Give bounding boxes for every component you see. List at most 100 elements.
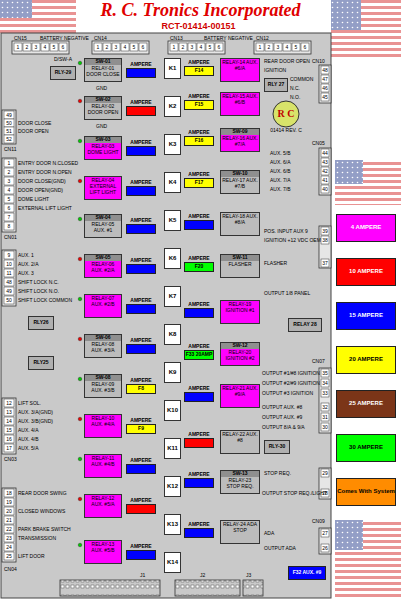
legend-entry: 30 AMPERE — [336, 434, 396, 462]
legend-entry: 20 AMPERE — [336, 346, 396, 374]
board-label: OUTPUT ADA — [264, 545, 296, 551]
node-text: K11 — [165, 445, 180, 452]
board-label: TRANSMISSION — [18, 535, 56, 541]
board-label: AUX. 7/B — [270, 186, 291, 192]
node-text: RELAY-13 AUX. #5/B — [86, 542, 120, 554]
board-label: DOOR OPEN — [18, 128, 49, 134]
connector-housing — [2, 250, 16, 306]
fuse-block: AMPERE — [126, 258, 156, 274]
pin-box — [170, 43, 178, 51]
board-label: ENTRY DOOR N.CLOSED — [18, 160, 78, 166]
switch-label: SW-08 — [85, 375, 121, 381]
pin-box — [283, 43, 291, 51]
fuse-body: F16 — [184, 136, 214, 146]
pin-box — [4, 507, 14, 515]
switch-label: SW-12 — [221, 343, 259, 349]
fuse-block: AMPEREF14 — [184, 60, 214, 76]
status-led — [78, 217, 82, 221]
switch-label: SW-11 — [221, 255, 259, 261]
board-label: SHIFT LOCK COMMON — [18, 297, 72, 303]
pin-box — [4, 213, 14, 221]
board-label: AUX. 2/A — [18, 261, 39, 267]
board-label: DOME LIGHT — [18, 196, 49, 202]
node-text: F20 — [185, 264, 213, 270]
board-label: AUX. 4/B — [18, 436, 39, 442]
node-text: RELAY 28 — [290, 322, 320, 328]
fuse-block: AMPERE — [126, 100, 156, 116]
status-led — [78, 139, 82, 143]
pin-box — [321, 176, 329, 184]
legend-swatch: 25 AMPERE — [336, 390, 396, 418]
pin-number: 6 — [301, 44, 309, 50]
board-label: REAR DOOR SWING — [18, 490, 67, 496]
board-label: FLASHER — [264, 260, 287, 266]
fuse-block: AMPERE — [126, 544, 156, 560]
pin-box — [321, 369, 329, 377]
status-led — [78, 377, 82, 381]
board-label: BATTERY NEGATIVE — [204, 35, 253, 41]
pin-number: 7 — [4, 214, 14, 220]
fuse-body — [126, 224, 156, 234]
board-label: CN04 — [4, 566, 17, 572]
legend-text: 25 AMPERE — [349, 400, 383, 407]
fuse-block: AMPERE — [184, 472, 214, 488]
board-label: OUTPUT AUX. #9 — [262, 414, 302, 420]
flag-stripes — [331, 0, 401, 60]
board-label: DOOR OPEN(GND) — [18, 187, 63, 193]
pin-number: 4 — [41, 44, 49, 50]
board-label: PARK BRAKE SWITCH — [18, 526, 71, 532]
relay-socket: K11 — [164, 438, 181, 459]
relay-box: SW-03RELAY-03 DOME LIGHT — [84, 136, 122, 160]
pin-box — [321, 158, 329, 166]
pin-number: 5 — [50, 44, 58, 50]
connector-housing — [92, 41, 149, 54]
relay-module: RLY-30 — [264, 440, 290, 454]
fuse-block: AMPEREF8 — [126, 378, 156, 394]
status-led — [78, 257, 82, 261]
fuse-block: AMPEREF16 — [184, 130, 214, 146]
pin-number: 8 — [4, 223, 14, 229]
relay-box: SW-11FLASHER — [220, 254, 260, 278]
pin-box — [23, 43, 31, 51]
pin-number: 42 — [321, 168, 329, 174]
fuse-block: AMPERE — [126, 298, 156, 314]
board-label: OUTPUT #3 IGNITION — [262, 390, 313, 396]
pin-number: 49 — [4, 112, 14, 118]
pin-number: 46 — [321, 85, 329, 91]
node-text: RELAY-02 DOOR OPEN — [86, 104, 120, 116]
pin-box — [4, 260, 14, 268]
fuse-body — [184, 392, 214, 402]
board-label: AUX. 5/B — [270, 150, 291, 156]
status-leds — [78, 61, 82, 547]
pin-box — [4, 296, 14, 304]
pin-number: 31 — [321, 414, 329, 420]
board-label: GND — [96, 85, 107, 91]
connector-housing — [319, 368, 331, 433]
pin-number: 11 — [4, 270, 14, 276]
pin-number: 1 — [256, 44, 264, 50]
pin-box — [4, 135, 14, 143]
flag-stars — [335, 160, 363, 184]
pin-number: 5 — [4, 196, 14, 202]
pin-number: 9 — [4, 252, 14, 258]
board-label: AUX. 7/A — [270, 177, 291, 183]
board-label: POS. INPUT AUX 9 — [264, 228, 308, 234]
board-label: SHIFT LOCK N.O. — [18, 288, 59, 294]
board-label: REAR DOOR OPEN — [264, 58, 310, 64]
connector-housing — [2, 488, 16, 562]
pin-number: 49 — [4, 288, 14, 294]
legend-swatch: 4 AMPERE — [336, 214, 396, 242]
fuse-body: F33 20AMP — [184, 350, 214, 360]
connector-housing — [254, 41, 311, 54]
pin-number: 30 — [321, 424, 329, 430]
connector-housing — [2, 110, 16, 144]
fuse-block: AMPERE — [184, 386, 214, 402]
fuse-block: AMPERE — [126, 218, 156, 234]
board-label: AUX. 5/A — [18, 445, 39, 451]
status-led — [78, 497, 82, 501]
switch-label: SW-05 — [85, 255, 121, 261]
switch-label: SW-09 — [221, 129, 259, 135]
relay-box: SW-08RELAY-09 AUX. #3/B — [84, 374, 122, 398]
